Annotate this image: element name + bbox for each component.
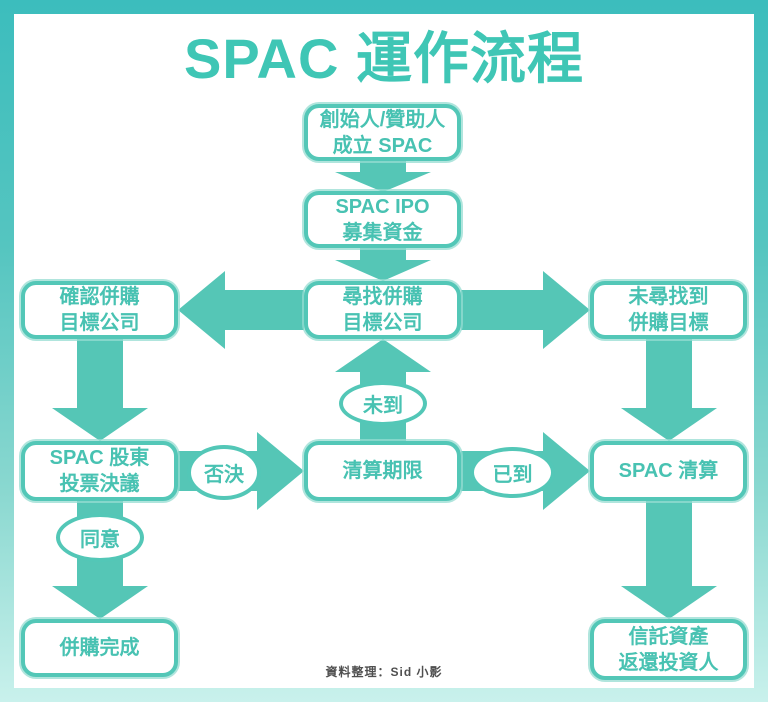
node-shareholder-vote: SPAC 股東 投票決議	[21, 441, 178, 501]
edge-label-text: 已到	[492, 464, 533, 486]
node-liquidation-deadline: 清算期限	[304, 441, 461, 501]
node-text-line: 併購完成	[59, 637, 140, 659]
node-founders-establish-spac: 創始人/贊助人 成立 SPAC	[304, 104, 461, 161]
node-target-not-found: 未尋找到 併購目標	[590, 281, 747, 339]
node-find-target: 尋找併購 目標公司	[304, 281, 461, 339]
edge-label-not-due: 未到	[339, 381, 427, 426]
arrow-down-founders-to-ipo-icon	[335, 160, 431, 192]
node-text-line: 尋找併購	[342, 286, 423, 308]
node-text-line: 創始人/贊助人	[319, 108, 446, 131]
node-text-line: 清算期限	[342, 460, 423, 482]
source-note: 資料整理：Sid 小影	[325, 665, 443, 679]
arrow-left-find-to-confirm-icon	[178, 271, 304, 349]
node-confirm-target: 確認併購 目標公司	[21, 281, 178, 339]
arrow-down-notfound-to-liquidation-icon	[621, 339, 717, 441]
node-text-line: 投票決議	[59, 473, 140, 495]
node-text-line: SPAC IPO	[335, 195, 430, 218]
node-text-line: 目標公司	[59, 312, 140, 334]
node-text-line: 信託資產	[628, 625, 709, 648]
node-text-line: 募集資金	[342, 221, 423, 244]
edge-label-agree: 同意	[56, 513, 144, 562]
node-trust-return: 信託資產 返還投資人	[590, 619, 747, 680]
node-spac-liquidation: SPAC 清算	[590, 441, 747, 501]
arrow-down-liquidation-to-trust-icon	[621, 501, 717, 619]
node-merger-complete: 併購完成	[21, 619, 178, 677]
node-spac-ipo: SPAC IPO 募集資金	[304, 191, 461, 248]
node-text-line: 確認併購	[59, 286, 140, 308]
edge-label-veto: 否決	[187, 445, 261, 500]
edge-label-due: 已到	[470, 447, 555, 498]
edge-label-text: 同意	[80, 529, 120, 551]
page-title: SPAC 運作流程	[184, 27, 584, 90]
node-text-line: 目標公司	[342, 312, 423, 334]
node-text-line: 未尋找到	[628, 286, 709, 308]
node-text-line: 成立 SPAC	[332, 134, 433, 157]
arrow-down-ipo-to-find-icon	[335, 247, 431, 281]
node-text-line: SPAC 股東	[49, 447, 150, 469]
edge-label-text: 否決	[204, 464, 244, 486]
node-text-line: 併購目標	[628, 312, 709, 334]
edge-label-text: 未到	[363, 395, 403, 417]
node-text-line: SPAC 清算	[618, 460, 719, 482]
arrow-down-confirm-to-vote-icon	[52, 339, 148, 441]
arrow-right-find-to-notfound-icon	[461, 271, 590, 349]
node-text-line: 返還投資人	[618, 651, 719, 674]
